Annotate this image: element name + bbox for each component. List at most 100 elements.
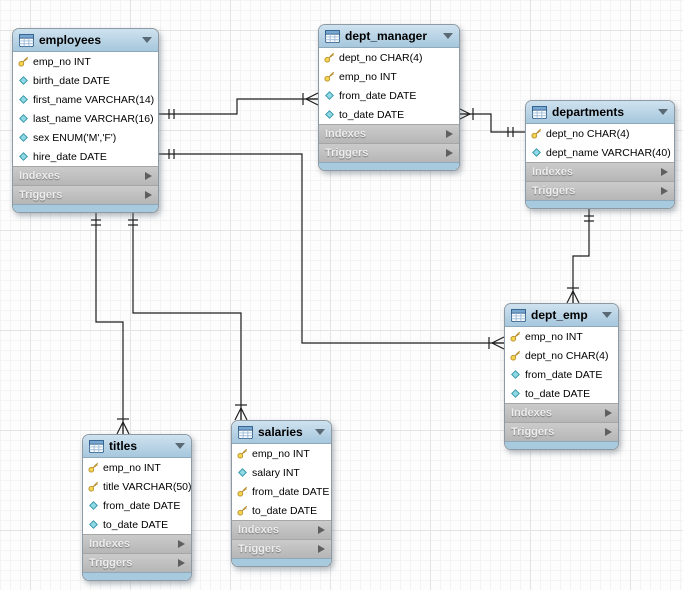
diamond-icon [17, 132, 29, 143]
collapse-arrow-icon[interactable] [443, 33, 453, 39]
column-row[interactable]: emp_no INT [505, 327, 618, 346]
column-label: from_date DATE [339, 89, 417, 102]
connector-line[interactable] [95, 208, 124, 434]
section-indexes[interactable]: Indexes [232, 520, 331, 539]
column-label: emp_no INT [103, 461, 161, 474]
column-label: title VARCHAR(50) [103, 480, 191, 493]
table-header[interactable]: departments [526, 101, 674, 124]
diamond-icon [509, 388, 521, 399]
diamond-icon [87, 500, 99, 511]
table-header[interactable]: salaries [232, 421, 331, 444]
table-title: dept_emp [531, 308, 588, 322]
connector-line[interactable] [157, 153, 504, 344]
crow-foot-marker [305, 92, 319, 100]
crow-foot-marker [240, 407, 248, 421]
section-indexes[interactable]: Indexes [319, 124, 459, 143]
connector-line[interactable] [157, 98, 318, 115]
expand-arrow-icon [661, 187, 668, 195]
section-indexes[interactable]: Indexes [526, 162, 674, 181]
table-footer [13, 204, 158, 212]
expand-arrow-icon [446, 149, 453, 157]
column-row[interactable]: emp_no INT [13, 52, 158, 71]
table-header[interactable]: titles [83, 435, 191, 458]
crow-foot-marker [234, 407, 242, 421]
column-row[interactable]: hire_date DATE [13, 147, 158, 166]
section-indexes[interactable]: Indexes [505, 403, 618, 422]
column-label: to_date DATE [252, 504, 318, 517]
table-footer [83, 572, 191, 580]
column-row[interactable]: birth_date DATE [13, 71, 158, 90]
section-triggers[interactable]: Triggers [13, 185, 158, 204]
connector-line[interactable] [572, 204, 590, 303]
section-label: Triggers [325, 147, 369, 159]
section-label: Triggers [511, 426, 555, 438]
connector-line[interactable] [132, 208, 242, 420]
table-icon [19, 33, 34, 47]
column-row[interactable]: from_date DATE [319, 86, 459, 105]
column-row[interactable]: salary INT [232, 463, 331, 482]
column-row[interactable]: first_name VARCHAR(14) [13, 90, 158, 109]
column-row[interactable]: from_date DATE [232, 482, 331, 501]
section-indexes[interactable]: Indexes [13, 166, 158, 185]
key-icon [236, 448, 248, 459]
connector-line[interactable] [458, 113, 525, 133]
column-row[interactable]: last_name VARCHAR(16) [13, 109, 158, 128]
table-icon [89, 439, 104, 453]
section-label: Indexes [238, 524, 279, 536]
table-header[interactable]: employees [13, 29, 158, 52]
column-row[interactable]: sex ENUM('M','F') [13, 128, 158, 147]
connector-employees-dept_manager[interactable] [157, 92, 319, 119]
collapse-arrow-icon[interactable] [658, 109, 668, 115]
crow-foot-marker [122, 421, 130, 435]
section-label: Triggers [532, 185, 576, 197]
column-row[interactable]: to_date DATE [505, 384, 618, 403]
table-header[interactable]: dept_manager [319, 25, 459, 48]
table-header[interactable]: dept_emp [505, 304, 618, 327]
collapse-arrow-icon[interactable] [142, 37, 152, 43]
connector-employees-salaries[interactable] [128, 208, 248, 421]
connector-dept_manager-departments[interactable] [457, 107, 525, 137]
column-row[interactable]: emp_no INT [232, 444, 331, 463]
table-titles[interactable]: titles emp_no INT title VARCHAR(50) from_da… [82, 434, 192, 581]
column-label: from_date DATE [525, 368, 603, 381]
section-triggers[interactable]: Triggers [319, 143, 459, 162]
section-triggers[interactable]: Triggers [505, 422, 618, 441]
expand-arrow-icon [446, 130, 453, 138]
section-triggers[interactable]: Triggers [232, 539, 331, 558]
diamond-icon [17, 113, 29, 124]
column-label: emp_no INT [33, 55, 91, 68]
connector-employees-titles[interactable] [91, 208, 130, 435]
collapse-arrow-icon[interactable] [315, 429, 325, 435]
table-icon [238, 425, 253, 439]
column-row[interactable]: dept_name VARCHAR(40) [526, 143, 674, 162]
table-footer [319, 162, 459, 170]
section-triggers[interactable]: Triggers [526, 181, 674, 200]
collapse-arrow-icon[interactable] [175, 443, 185, 449]
column-row[interactable]: to_date DATE [319, 105, 459, 124]
section-triggers[interactable]: Triggers [83, 553, 191, 572]
crow-foot-marker [116, 421, 124, 435]
column-row[interactable]: title VARCHAR(50) [83, 477, 191, 496]
connector-departments-dept_emp[interactable] [566, 204, 594, 304]
column-row[interactable]: emp_no INT [83, 458, 191, 477]
column-label: hire_date DATE [33, 150, 107, 163]
column-row[interactable]: from_date DATE [83, 496, 191, 515]
column-row[interactable]: dept_no CHAR(4) [505, 346, 618, 365]
key-icon [236, 505, 248, 516]
column-row[interactable]: dept_no CHAR(4) [319, 48, 459, 67]
column-row[interactable]: dept_no CHAR(4) [526, 124, 674, 143]
section-indexes[interactable]: Indexes [83, 534, 191, 553]
collapse-arrow-icon[interactable] [602, 312, 612, 318]
column-row[interactable]: to_date DATE [83, 515, 191, 534]
connector-employees-dept_emp[interactable] [157, 149, 505, 350]
column-row[interactable]: emp_no INT [319, 67, 459, 86]
column-row[interactable]: to_date DATE [232, 501, 331, 520]
column-row[interactable]: from_date DATE [505, 365, 618, 384]
diamond-icon [509, 369, 521, 380]
